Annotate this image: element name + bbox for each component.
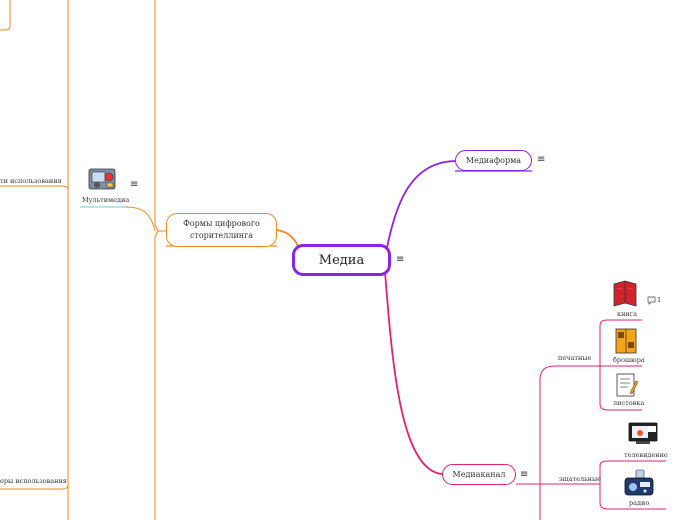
- multimedia-icon: [88, 168, 116, 190]
- printed-label[interactable]: печатные: [558, 354, 592, 362]
- topic-forms-label: Формы цифрового сторителлинга: [183, 219, 260, 240]
- topic-mediakanal-label: Медиаканал: [452, 469, 506, 479]
- topic-mediaform-label: Медиаформа: [465, 155, 522, 165]
- radio-icon: [624, 469, 654, 496]
- radio-label[interactable]: радио: [629, 499, 650, 507]
- leaflet-label[interactable]: листовка: [613, 399, 645, 407]
- tv-label[interactable]: телевидение: [624, 451, 668, 459]
- tv-icon: [628, 422, 658, 444]
- brochure-icon: [615, 328, 637, 354]
- usage-label-1[interactable]: ти использования: [0, 177, 62, 185]
- central-topic-media[interactable]: Медиа: [292, 244, 391, 276]
- leaflet-icon: [616, 373, 639, 397]
- connector-mediakanal: [384, 271, 443, 475]
- electronic-label[interactable]: эщательные: [559, 475, 602, 483]
- multimedia-label[interactable]: Мультимедиа: [82, 196, 130, 204]
- central-menu-icon[interactable]: ≡: [396, 254, 405, 265]
- central-topic-label: Медиа: [318, 252, 365, 268]
- comment-icon[interactable]: [647, 296, 656, 305]
- book-icon: [613, 280, 637, 307]
- connector-mediaform: [385, 160, 456, 254]
- topic-mediaform[interactable]: Медиаформа: [455, 150, 532, 171]
- usage-label-2[interactable]: еры использования: [0, 477, 67, 485]
- topic-mediakanal[interactable]: Медиаканал: [442, 464, 516, 485]
- multimedia-menu-icon[interactable]: ≡: [130, 179, 139, 190]
- topic-digital-storytelling-forms[interactable]: Формы цифрового сторителлинга: [166, 213, 277, 247]
- mediakanal-menu-icon[interactable]: ≡: [520, 469, 529, 480]
- brochure-label[interactable]: брошюра: [613, 356, 645, 364]
- mediaform-menu-icon[interactable]: ≡: [537, 154, 546, 165]
- book-label[interactable]: книга: [617, 310, 638, 318]
- comment-count: 1: [657, 296, 662, 304]
